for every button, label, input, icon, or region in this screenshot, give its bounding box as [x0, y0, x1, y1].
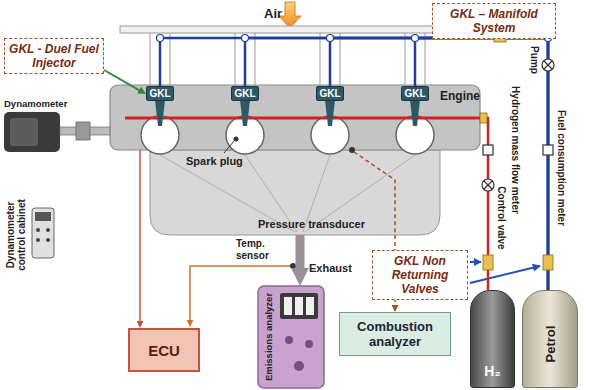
injector: GKL: [316, 86, 344, 101]
part-label: Pump: [529, 46, 540, 74]
part-label: Exhaust: [309, 262, 352, 274]
node-text: GKL: [147, 88, 173, 99]
part-label: Spark plug: [186, 155, 243, 167]
part-label: Control valve: [496, 186, 507, 249]
emissions-device: [258, 286, 324, 388]
cylinders: [141, 116, 434, 154]
part-label: Pressure transducer: [258, 218, 365, 230]
node-text: H₂: [484, 363, 500, 379]
injector: GKL: [231, 86, 259, 101]
air-label: Air: [264, 6, 282, 21]
connector: [104, 70, 139, 90]
node-text: GKL Non Returning Valves: [377, 254, 463, 296]
fuel-meter: [543, 145, 553, 155]
part-label: Dynamometer control cabinet: [5, 189, 27, 281]
connector: [296, 235, 305, 268]
air-arrow: [279, 2, 301, 28]
intake-manifold: [120, 26, 470, 85]
temp-sensor: [290, 263, 296, 269]
non-return-valve: [543, 255, 553, 270]
injector: GKL: [146, 86, 174, 101]
node-text: GKL – Manifold System: [437, 7, 551, 35]
engine-block: Engine GKL GKL GKL GKL: [110, 85, 480, 235]
node-text: GKL: [317, 88, 343, 99]
control-valve-symbol: [482, 179, 494, 191]
node-text: ECU: [148, 342, 180, 359]
part-label: Temp. sensor: [236, 238, 286, 262]
control-cabinet: [32, 208, 54, 258]
gas-cylinder: H₂: [470, 290, 515, 388]
ecu-signal: [139, 150, 141, 235]
hydrogen-meter: [483, 145, 493, 155]
pump-symbol: [542, 59, 554, 71]
analyzer-device: Emissions analyzer: [258, 286, 324, 388]
valve-pointer: [470, 266, 540, 283]
connector: [139, 235, 141, 321]
valve-pointer: [470, 261, 481, 263]
hydrogen-rail: [125, 117, 480, 120]
analyzer-box: Combustion analyzer: [339, 312, 451, 356]
exhaust-runners: [160, 155, 415, 232]
spark-plug-leader: [224, 141, 234, 153]
inlet-fitting: [480, 113, 487, 123]
part-label: Hydrogen mass flow meter: [510, 86, 521, 214]
node-text: Petrol: [543, 325, 558, 362]
callout-box: GKL Non Returning Valves: [372, 250, 468, 300]
node-text: GKL - Duel Fuel Injector: [9, 42, 99, 70]
injector: GKL: [401, 86, 429, 101]
node-text: GKL: [232, 88, 258, 99]
dynamometer: [4, 112, 110, 152]
node-text: Combustion analyzer: [345, 319, 445, 349]
part-label: Fuel consumption meter: [556, 110, 567, 226]
connector: [160, 38, 548, 290]
ecu-box: ECU: [128, 328, 200, 372]
part-label: Dynamometer: [4, 98, 67, 109]
node-text: Engine: [440, 89, 480, 103]
non-return-valve: [483, 255, 493, 270]
node-text: GKL: [402, 88, 428, 99]
injector-nozzles: [155, 100, 420, 126]
spark-plug: [234, 137, 239, 142]
crankcase: [150, 150, 440, 235]
callout-box: GKL - Duel Fuel Injector: [4, 38, 104, 74]
sensor-wire: [190, 266, 290, 326]
node-text: Emissions analyzer: [263, 293, 274, 381]
callout-box: GKL – Manifold System: [432, 3, 556, 39]
fuel-cylinder: Petrol: [522, 290, 578, 388]
